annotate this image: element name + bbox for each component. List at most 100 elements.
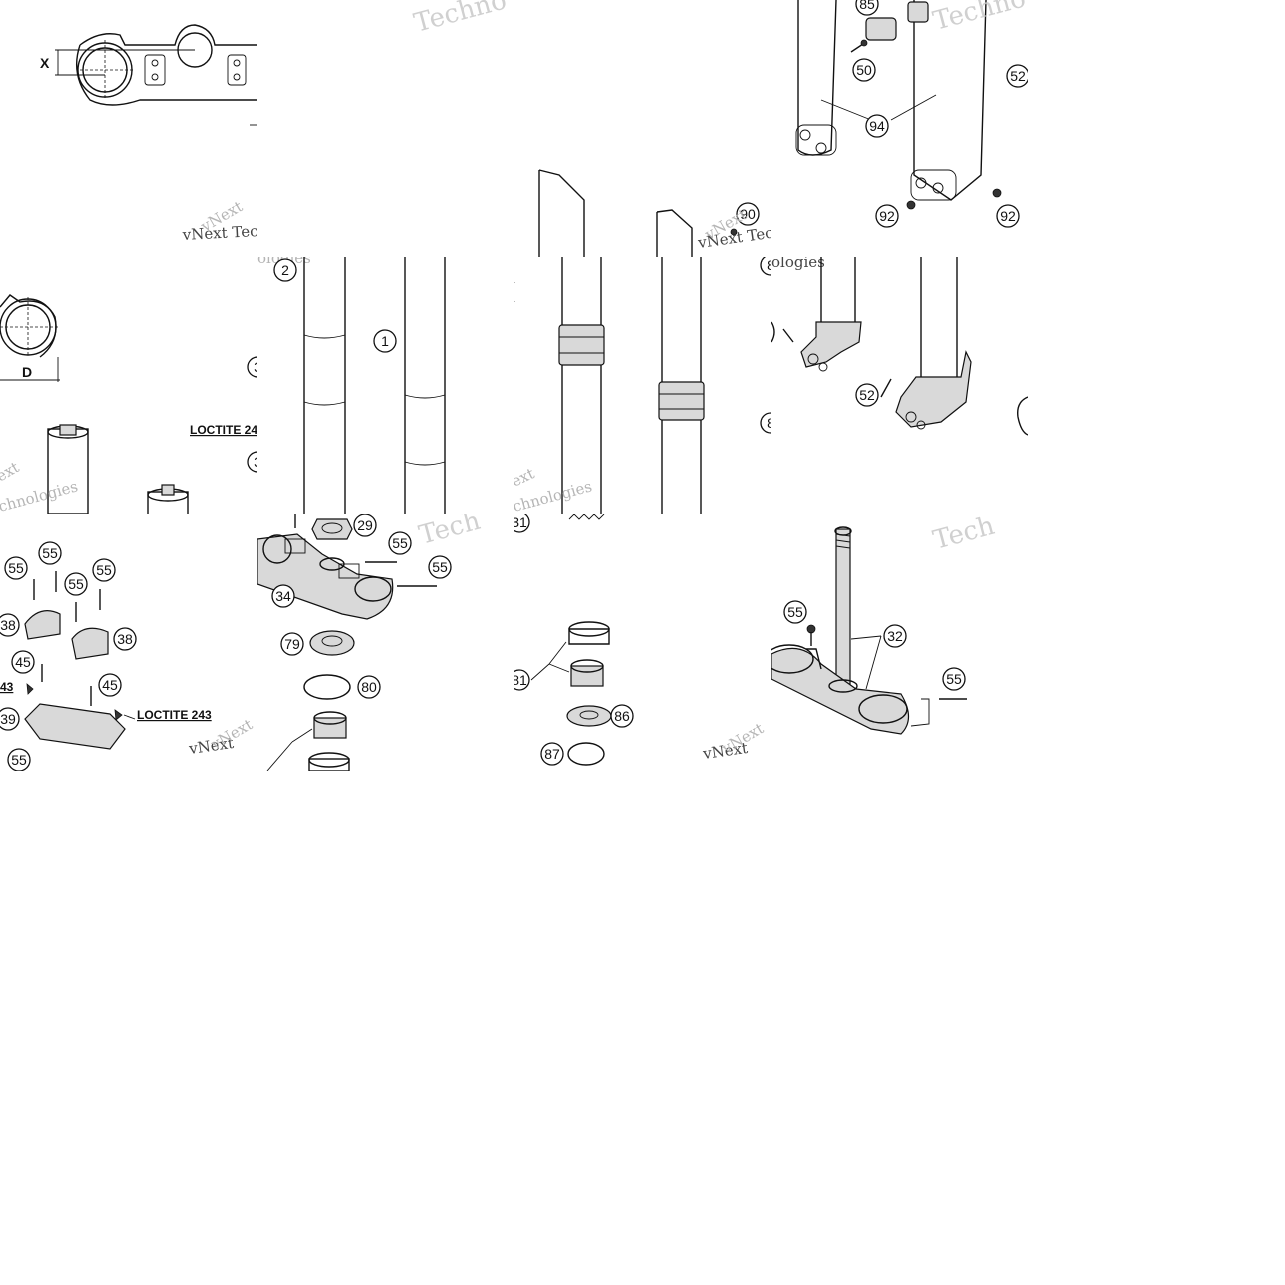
watermark-chnologies: chnologies: [0, 477, 80, 514]
svg-text:55: 55: [8, 560, 24, 576]
callout-87: 87: [540, 742, 564, 766]
watermark-vnext: vNext Tec: [181, 222, 257, 244]
svg-text:8: 8: [767, 415, 771, 431]
blank-drawing: Techno: [411, 0, 510, 39]
callout-55-9: 55: [942, 667, 966, 691]
dimension-x-label: X: [40, 55, 50, 71]
svg-text:3: 3: [254, 359, 257, 375]
svg-text:52: 52: [859, 387, 875, 403]
watermark-ext-2: ext: [514, 464, 537, 490]
svg-text:80: 80: [361, 679, 377, 695]
tile-lower-clamp-stem: 55 32 55 Tech: [771, 514, 1028, 771]
svg-text:55: 55: [392, 535, 408, 551]
fork-tube-top-drawing: 90 vNext Tec vNext: [538, 169, 771, 257]
svg-text:45: 45: [15, 654, 31, 670]
fork-legs-bottom-drawing: 85 50 52 94 92 92 Techno: [795, 0, 1028, 228]
svg-text:1: 1: [381, 333, 389, 349]
watermark-ologies-2: ologies: [771, 257, 825, 271]
loctite-fragment-label: 43: [0, 680, 14, 694]
watermark-ext: ext: [0, 458, 22, 485]
svg-text:31: 31: [514, 514, 527, 530]
svg-text:34: 34: [275, 588, 291, 604]
callout-85: 85: [855, 0, 879, 16]
lower-clamp-stem-drawing: 55 32 55 Tech: [771, 514, 998, 735]
fork-tubes-seals-drawing: ext chnologies 8 8: [514, 257, 771, 514]
tile-clamp-dimension-d: D LOCTITE 24 3 3 ext chnologies: [0, 257, 257, 514]
watermark-techno-2: Techno: [930, 0, 1028, 37]
svg-text:8: 8: [767, 257, 771, 273]
watermark-tech: Tech: [416, 514, 484, 551]
tile-handlebar-clamps: 55 55 55 55 38 38 45 45 43 LOCTITE 243 3…: [0, 514, 257, 771]
svg-text:79: 79: [284, 636, 300, 652]
callout-55-4: 55: [92, 558, 116, 582]
tile-fork-tubes-seals: ext chnologies 8 8: [514, 257, 771, 514]
svg-text:94: 94: [869, 118, 885, 134]
callout-55-7: 55: [428, 555, 452, 579]
callout-90: 90: [736, 202, 760, 226]
svg-text:55: 55: [432, 559, 448, 575]
svg-text:32: 32: [887, 628, 903, 644]
fork-tubes-long-drawing: ologies 2 1: [257, 257, 446, 514]
loctite-243-label: LOCTITE 243: [137, 708, 212, 722]
top-clamp-bearing-drawing: 29 55 55 34 79 80 Tech: [257, 514, 484, 771]
tile-fork-lower-legs: ologies 52: [771, 257, 1028, 514]
svg-text:50: 50: [856, 62, 872, 78]
callout-38-right: 38: [113, 627, 137, 651]
svg-text:39: 39: [0, 711, 16, 727]
callout-31: 31: [514, 514, 530, 533]
svg-text:55: 55: [68, 576, 84, 592]
tile-top-clamp-bearing: 29 55 55 34 79 80 Tech: [257, 514, 514, 771]
callout-86: 86: [610, 704, 634, 728]
svg-text:3: 3: [254, 454, 257, 470]
callout-45-left: 45: [11, 650, 35, 674]
svg-text:55: 55: [946, 671, 962, 687]
svg-text:45: 45: [102, 677, 118, 693]
callout-94: 94: [865, 114, 889, 138]
svg-text:29: 29: [357, 517, 373, 533]
loctite-label: LOCTITE 24: [190, 423, 257, 437]
callout-55-6: 55: [388, 531, 412, 555]
svg-text:38: 38: [0, 617, 16, 633]
callout-55-5: 55: [7, 748, 31, 771]
tile-clamp-dimension-x: X vNext Tec vNext: [0, 0, 257, 257]
callout-55-3: 55: [64, 572, 88, 596]
tile-fork-legs-bottom: 85 50 52 94 92 92 Techno: [771, 0, 1028, 257]
callout-8-upper: 8: [760, 257, 771, 276]
lower-bearing-drawing: 31 81 86 87 vNext vNext: [514, 514, 767, 766]
svg-text:92: 92: [879, 208, 895, 224]
dimension-d-label: D: [22, 364, 32, 380]
callout-3-upper: 3: [247, 356, 257, 378]
svg-text:86: 86: [614, 708, 630, 724]
callout-52-lower: 52: [855, 383, 879, 407]
svg-text:38: 38: [117, 631, 133, 647]
clamp-dimension-d-drawing: D LOCTITE 24 3 3 ext chnologies: [0, 294, 257, 514]
callout-92-right: 92: [996, 204, 1020, 228]
fork-lower-legs-drawing: ologies 52: [771, 257, 1028, 436]
clamp-dimension-drawing: X vNext Tec vNext: [40, 24, 257, 244]
tile-fork-tube-tops: 90 vNext Tec vNext: [514, 0, 771, 257]
callout-55-2: 55: [38, 541, 62, 565]
callout-38-left: 38: [0, 613, 20, 637]
svg-text:55: 55: [11, 752, 27, 768]
svg-text:81: 81: [514, 672, 527, 688]
svg-text:85: 85: [859, 0, 875, 12]
watermark-techno: Techno: [411, 0, 510, 39]
svg-text:55: 55: [42, 545, 58, 561]
callout-81: 81: [514, 669, 530, 691]
tile-fork-tubes-long: ologies 2 1: [257, 257, 514, 514]
callout-3-lower: 3: [247, 451, 257, 473]
callout-50: 50: [852, 58, 876, 82]
svg-text:90: 90: [740, 206, 756, 222]
callout-8-lower: 8: [760, 412, 771, 434]
handlebar-clamps-drawing: 55 55 55 55 38 38 45 45 43 LOCTITE 243 3…: [0, 541, 256, 771]
callout-34: 34: [271, 584, 295, 608]
svg-text:52: 52: [1010, 68, 1026, 84]
callout-45-right: 45: [98, 673, 122, 697]
callout-79: 79: [280, 632, 304, 656]
callout-55-1: 55: [4, 556, 28, 580]
callout-52: 52: [1006, 64, 1028, 88]
callout-80: 80: [357, 675, 381, 699]
watermark-tech-2: Tech: [930, 514, 998, 556]
tile-lower-bearing: 31 81 86 87 vNext vNext: [514, 514, 771, 771]
callout-92-left: 92: [875, 204, 899, 228]
